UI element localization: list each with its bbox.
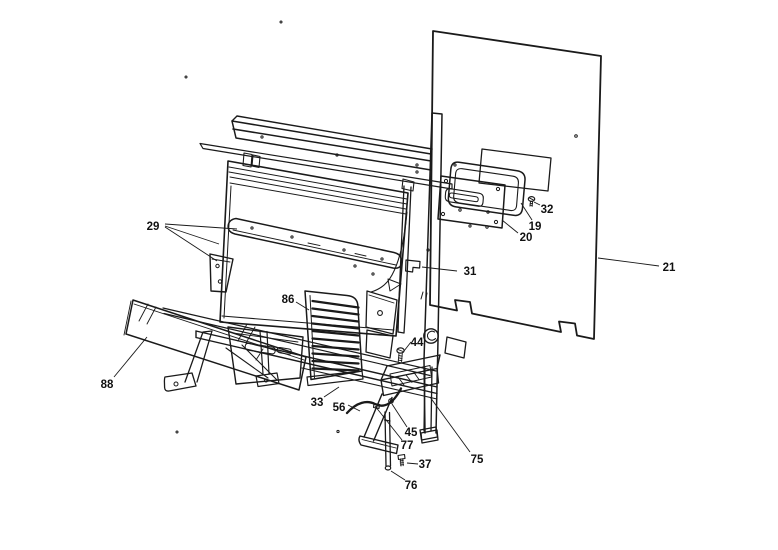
screw-37-drawing (397, 453, 406, 467)
clip-31-drawing (405, 259, 421, 273)
leader-lines (113, 201, 660, 481)
part-label-33: 33 (311, 397, 324, 409)
part-label-31: 31 (464, 266, 477, 278)
part-label-21: 21 (663, 262, 676, 274)
scan-specks (175, 20, 340, 434)
panel-screw-dots (458, 208, 490, 229)
line-art (123, 20, 602, 471)
handle-bezel-19-drawing (447, 161, 526, 217)
rear-panel-21-drawing (426, 30, 602, 340)
part-label-20: 20 (520, 232, 533, 244)
part-label-29: 29 (147, 221, 160, 233)
part-label-76: 76 (405, 480, 418, 492)
part-label-88: 88 (101, 379, 114, 391)
bolt-45-nut-77-drawing (372, 398, 394, 409)
rail-side-tab-drawing (444, 336, 467, 359)
gusset-plates-drawing (365, 290, 398, 359)
part-label-32: 32 (541, 204, 554, 216)
part-label-44: 44 (411, 337, 424, 349)
base-rails-33-drawing (162, 307, 438, 400)
upper-door-panel-drawing (219, 160, 409, 337)
rod-76-drawing (383, 411, 392, 471)
part-label-45: 45 (405, 427, 418, 439)
side-channel-strip-drawing (387, 178, 415, 334)
glass-panel-88-drawing (123, 299, 307, 391)
part-label-19: 19 (529, 221, 542, 233)
handle-plate-20-drawing (437, 175, 506, 229)
part-label-77: 77 (401, 440, 414, 452)
part-label-86: 86 (282, 294, 295, 306)
screw-32-drawing (527, 196, 536, 207)
cross-blade-drawing (199, 142, 453, 190)
screw-44-drawing (396, 347, 405, 363)
louver-grille-86-drawing (304, 290, 364, 387)
part-labels: 29 31 86 88 33 56 44 45 77 75 37 76 32 1… (101, 204, 676, 492)
part-label-56: 56 (333, 402, 346, 414)
part-label-37: 37 (419, 459, 432, 471)
part-label-75: 75 (471, 454, 484, 466)
